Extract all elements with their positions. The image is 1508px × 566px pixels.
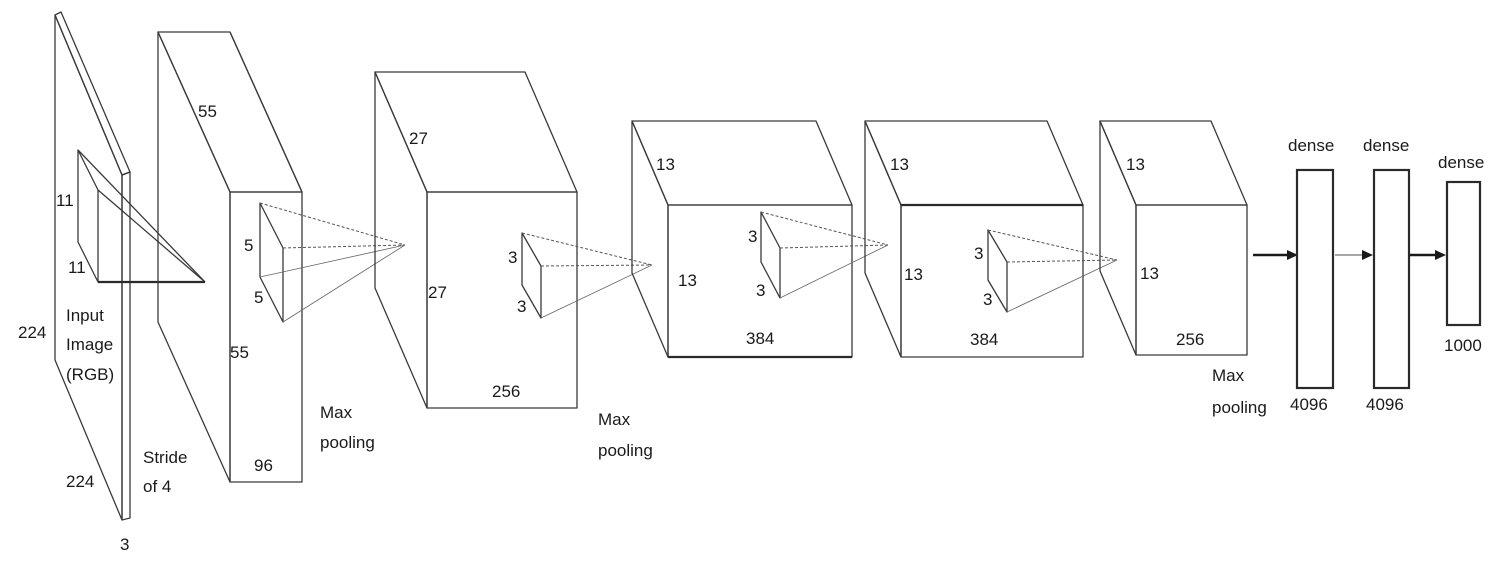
- conv5-block: [1099, 120, 1248, 356]
- conv1-depth-label: 55: [198, 102, 217, 121]
- conv3-height-label: 13: [678, 271, 697, 290]
- input-height-label: 224: [18, 323, 46, 342]
- conv5-depth-label: 13: [1126, 155, 1145, 174]
- dense1-units-label: 4096: [1290, 395, 1328, 414]
- dense3-units-label: 1000: [1444, 336, 1482, 355]
- input-image-label-line2: Image: [66, 335, 113, 354]
- arrow-to-dense2: [1335, 250, 1373, 260]
- input-kernel-width-label: 11: [68, 258, 86, 277]
- conv1-kernel: [259, 202, 406, 323]
- conv4-depth-label: 13: [890, 155, 909, 174]
- dense2-label: dense: [1363, 136, 1409, 155]
- conv4-block: [864, 120, 1084, 358]
- input-width-label: 224: [66, 472, 94, 491]
- pool3-label-line2: pooling: [1212, 398, 1267, 417]
- input-image-label-line1: Input: [66, 306, 104, 325]
- conv2-block: [374, 71, 578, 409]
- dense1-label: dense: [1288, 136, 1334, 155]
- conv4-height-label: 13: [904, 265, 923, 284]
- pool3-label-line1: Max: [1212, 366, 1245, 385]
- dense1-layer: [1295, 168, 1335, 390]
- conv2-channels-label: 256: [492, 382, 520, 401]
- conv1-height-label: 55: [230, 343, 249, 362]
- input-image-layer: [54, 11, 131, 521]
- conv5-height-label: 13: [1140, 264, 1159, 283]
- conv2-kernel: [521, 232, 653, 319]
- input-image-label-line3: (RGB): [66, 365, 114, 384]
- pool1-label-line1: Max: [320, 403, 353, 422]
- stride-label-line1: Stride: [143, 448, 187, 467]
- input-slab-top: [54, 11, 131, 176]
- conv3-kernel: [760, 211, 889, 299]
- arrow-to-dense3: [1410, 250, 1446, 260]
- conv3-depth-label: 13: [656, 155, 675, 174]
- conv2-depth-label: 27: [409, 129, 428, 148]
- input-slab-side: [121, 171, 131, 521]
- conv4-kernel: [987, 229, 1118, 313]
- conv2-height-label: 27: [428, 283, 447, 302]
- dense3-label: dense: [1438, 153, 1484, 172]
- input-slab-front: [54, 14, 123, 521]
- conv5-channels-label: 256: [1176, 330, 1204, 349]
- input-kernel-height-label: 11: [56, 191, 74, 210]
- conv2-kernel-width-label: 3: [517, 297, 526, 316]
- input-channels-label: 3: [120, 535, 129, 554]
- conv3-block: [631, 120, 853, 359]
- conv1-kernel-height-label: 5: [244, 236, 253, 255]
- conv3-channels-label: 384: [746, 329, 774, 348]
- arrow-to-dense1: [1253, 250, 1298, 260]
- conv4-channels-label: 384: [970, 330, 998, 349]
- dense3-layer: [1445, 180, 1482, 327]
- stride-label-line2: of 4: [143, 477, 171, 496]
- pool1-label-line2: pooling: [320, 433, 375, 452]
- conv3-kernel-width-label: 3: [756, 281, 765, 300]
- conv2-kernel-height-label: 3: [508, 248, 517, 267]
- conv4-kernel-width-label: 3: [983, 290, 992, 309]
- input-kernel: [77, 149, 206, 284]
- dense2-layer: [1372, 168, 1411, 390]
- dense2-units-label: 4096: [1366, 395, 1404, 414]
- conv1-block: [157, 31, 303, 483]
- pool2-label-line2: pooling: [598, 441, 653, 460]
- conv3-kernel-height-label: 3: [748, 227, 757, 246]
- conv4-kernel-height-label: 3: [974, 244, 983, 263]
- conv1-channels-label: 96: [254, 456, 273, 475]
- conv1-kernel-width-label: 5: [254, 288, 263, 307]
- pool2-label-line1: Max: [598, 410, 631, 429]
